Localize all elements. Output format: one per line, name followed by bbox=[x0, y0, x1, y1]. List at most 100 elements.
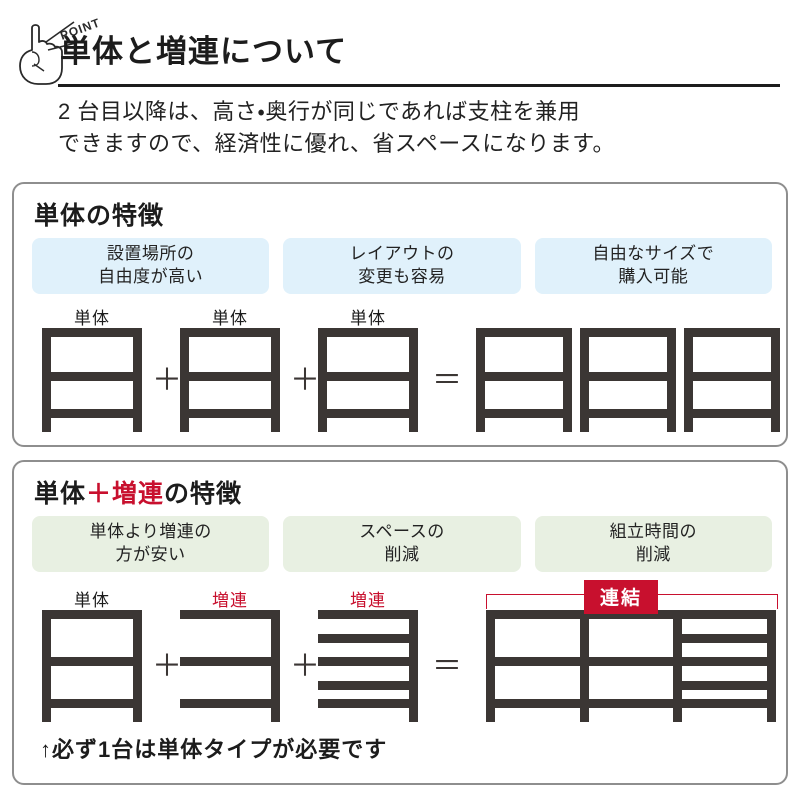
shelf-beam-bottom bbox=[318, 699, 418, 708]
shelf-beam-top bbox=[180, 610, 280, 619]
shelf-beam-top bbox=[580, 328, 676, 337]
shelf-beam-middle bbox=[476, 372, 572, 381]
panel-combo-title-accent: ＋増連 bbox=[86, 480, 165, 508]
panel-single-title: 単体の特徴 bbox=[34, 196, 164, 232]
shelf-unit bbox=[684, 328, 780, 432]
shelf-beam-bottom bbox=[580, 409, 676, 418]
title-underline bbox=[58, 84, 780, 87]
feature-chip: 自由なサイズで 購入可能 bbox=[534, 238, 772, 294]
shelf-beam-extra-lower bbox=[318, 681, 418, 690]
panel-combo-chip-row: 単体より増連の 方が安い スペースの 削減 組立時間の 削減 bbox=[32, 516, 772, 572]
page-title: 単体と増連について bbox=[60, 34, 348, 69]
shelf-beam-middle bbox=[42, 657, 142, 666]
shelf-post-left bbox=[580, 328, 589, 432]
shelf-unit bbox=[180, 328, 280, 432]
shelf-unit-label: 単体 bbox=[212, 309, 248, 328]
lead-line-2: できますので、経済性に優れ、省スペースになります。 bbox=[58, 130, 616, 156]
shelf-unit bbox=[476, 328, 572, 432]
shelf-post-left bbox=[684, 328, 693, 432]
shelf-beam-top bbox=[42, 610, 142, 619]
plus-operator: ＋ bbox=[290, 364, 320, 397]
shelf-post-right bbox=[667, 328, 676, 432]
shelf-beam-middle bbox=[580, 372, 676, 381]
shelf-unit bbox=[318, 328, 418, 432]
shelf-post-left bbox=[476, 328, 485, 432]
pointing-hand-icon: POINT bbox=[19, 15, 102, 85]
shelf-beam-top bbox=[318, 328, 418, 337]
shelf-post-shared bbox=[673, 610, 682, 722]
combo-note: ↑必ず1台は単体タイプが必要です bbox=[40, 737, 388, 762]
shelf-unit-label: 単体 bbox=[74, 309, 110, 328]
shelf-beam-middle bbox=[318, 372, 418, 381]
shelf-beam-extra-upper bbox=[318, 634, 418, 643]
shelf-unit bbox=[42, 610, 142, 722]
shelf-beam-bottom bbox=[180, 699, 280, 708]
plus-operator: ＋ bbox=[152, 364, 182, 397]
chip-line-1: レイアウトの bbox=[349, 244, 455, 264]
shelf-beam-bottom bbox=[42, 699, 142, 708]
shelf-beam-middle bbox=[486, 657, 776, 666]
shelf-beam-top bbox=[42, 328, 142, 337]
panel-combo-title-main: 単体 bbox=[34, 480, 87, 508]
chip-line-2: 削減 bbox=[384, 545, 420, 564]
feature-chip: 設置場所の 自由度が高い bbox=[32, 238, 270, 294]
plus-operator: ＋ bbox=[152, 650, 182, 683]
feature-chip: レイアウトの 変更も容易 bbox=[283, 238, 521, 294]
shelf-post-right bbox=[133, 328, 142, 432]
feature-chip: スペースの 削減 bbox=[283, 516, 521, 572]
shelf-beam-bottom bbox=[180, 409, 280, 418]
chip-line-2: 変更も容易 bbox=[358, 267, 446, 286]
chip-line-2: 自由度が高い bbox=[98, 267, 204, 286]
shelf-beam-middle bbox=[180, 372, 280, 381]
shelf-post-left bbox=[42, 328, 51, 432]
shelf-beam-top bbox=[180, 328, 280, 337]
shelf-beam-middle bbox=[684, 372, 780, 381]
chip-line-1: 自由なサイズで bbox=[592, 244, 715, 264]
equals-operator: ＝ bbox=[432, 364, 462, 397]
shelf-unit-label: 単体 bbox=[74, 591, 110, 610]
shelf-beam-middle bbox=[42, 372, 142, 381]
lead-line-1: 2 台目以降は、高さ・奥行が同じであれば支柱を兼用 bbox=[58, 99, 581, 124]
page-header: POINT 単体と増連について 2 台目以降は、高さ・奥行が同じであれば支柱を兼… bbox=[0, 0, 800, 156]
shelf-post-right bbox=[133, 610, 142, 722]
shelf-beam-extra-lower bbox=[673, 681, 776, 690]
chip-line-2: 方が安い bbox=[115, 545, 186, 564]
shelf-unit-label: 増連 bbox=[350, 591, 386, 610]
shelf-beam-bottom bbox=[486, 699, 776, 708]
chip-line-1: 単体より増連の bbox=[89, 522, 212, 542]
shelf-unit bbox=[180, 610, 280, 722]
shelf-post-right bbox=[771, 328, 780, 432]
shelf-post-left bbox=[180, 328, 189, 432]
shelf-unit-label: 増連 bbox=[212, 591, 248, 610]
shelf-post-left bbox=[42, 610, 51, 722]
feature-chip: 単体より増連の 方が安い bbox=[32, 516, 270, 572]
shelf-beam-middle bbox=[180, 657, 280, 666]
shelf-beam-bottom bbox=[476, 409, 572, 418]
shelf-post-shared bbox=[486, 610, 495, 722]
shelf-unit bbox=[42, 328, 142, 432]
shelf-beam-top bbox=[318, 610, 418, 619]
panel-single-title-main: 単体の特徴 bbox=[34, 202, 165, 230]
chip-line-1: スペースの bbox=[359, 522, 445, 542]
equals-operator: ＝ bbox=[432, 650, 462, 683]
shelf-post-right bbox=[409, 610, 418, 722]
shelf-post-shared bbox=[580, 610, 589, 722]
connected-shelf-run bbox=[486, 610, 776, 722]
panel-single-features: 単体の特徴 設置場所の 自由度が高い レイアウトの 変更も容易 自由なサイズで … bbox=[12, 182, 788, 447]
shelf-beam-bottom bbox=[42, 409, 142, 418]
shelf-post-shared bbox=[767, 610, 776, 722]
shelf-beam-top bbox=[486, 610, 776, 619]
shelf-unit-label: 単体 bbox=[350, 309, 386, 328]
chip-line-2: 購入可能 bbox=[618, 267, 689, 286]
panel-combo-title-tail: の特徴 bbox=[164, 480, 243, 508]
shelf-post-right bbox=[563, 328, 572, 432]
connected-badge: 連結 bbox=[584, 580, 659, 614]
panel-combo-title: 単体＋増連の特徴 bbox=[34, 474, 242, 510]
shelf-post-right bbox=[271, 328, 280, 432]
shelf-beam-top bbox=[684, 328, 780, 337]
shelf-beam-bottom bbox=[684, 409, 780, 418]
combo-equation-diagram: 単体増連増連＋＋＝連結 bbox=[28, 580, 778, 732]
shelf-post-right bbox=[271, 610, 280, 722]
chip-line-2: 削減 bbox=[635, 545, 671, 564]
